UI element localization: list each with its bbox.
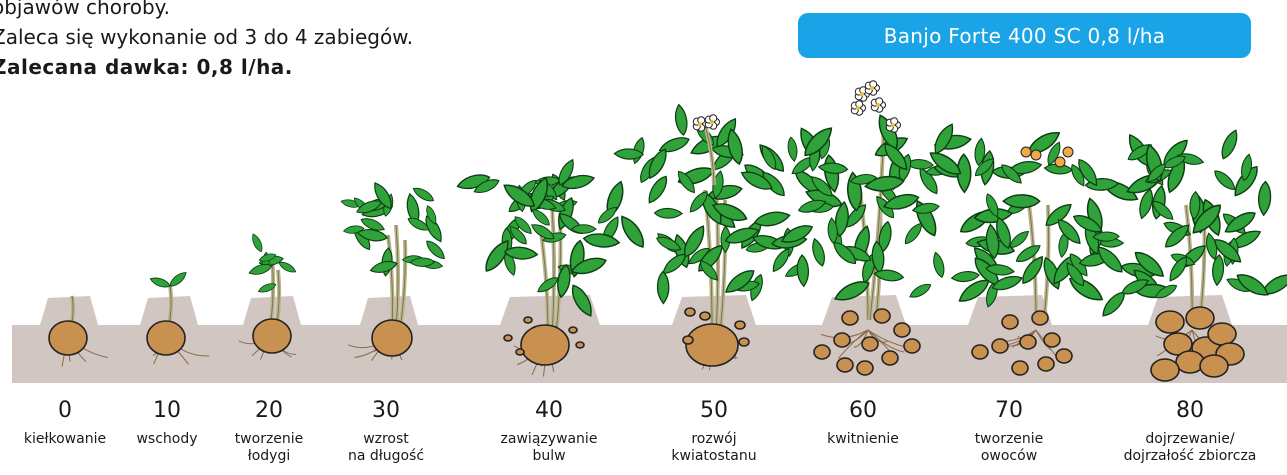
stage-label: kwitnienie: [788, 431, 938, 448]
seed-tuber: [521, 325, 569, 365]
young-tuber: [685, 308, 695, 316]
stage-label-2: na długość: [311, 448, 461, 465]
young-tuber: [735, 321, 745, 329]
stage-label: rozwój: [639, 431, 789, 448]
leaf: [951, 270, 979, 283]
tuber: [1186, 307, 1214, 329]
leaf: [149, 275, 171, 289]
tuber: [1044, 333, 1060, 347]
stage-label: wzrost: [311, 431, 461, 448]
soil-band: [12, 295, 1287, 383]
berry: [1031, 150, 1041, 160]
stage-80: 80 dojrzewanie/dojrzałość zbiorcza: [1115, 398, 1265, 465]
leaf: [912, 202, 940, 215]
leaf: [657, 271, 669, 303]
tuber: [882, 351, 898, 365]
tuber: [992, 339, 1008, 353]
seed-tuber: [686, 324, 738, 366]
stage-label-2: owoców: [934, 448, 1084, 465]
stage-code: 50: [639, 398, 789, 424]
leaf: [796, 255, 809, 287]
leaf: [583, 232, 620, 249]
stage-code: 80: [1115, 398, 1265, 424]
tuber: [837, 358, 853, 372]
tuber: [1038, 357, 1054, 371]
young-tuber: [683, 336, 693, 344]
leaf: [1003, 195, 1039, 208]
stage-code: 30: [311, 398, 461, 424]
tuber: [1176, 351, 1204, 373]
young-tuber: [739, 338, 749, 346]
leaf: [168, 270, 189, 289]
leaf: [250, 232, 265, 253]
tuber: [972, 345, 988, 359]
young-tuber: [700, 312, 710, 320]
tuber: [1020, 335, 1036, 349]
stage-label: tworzenie: [934, 431, 1084, 448]
tuber: [904, 339, 920, 353]
stage-label-2: dojrzałość zbiorcza: [1115, 448, 1265, 465]
tuber: [842, 311, 858, 325]
tuber: [814, 345, 830, 359]
tuber: [1151, 359, 1179, 381]
leaf: [1218, 128, 1241, 161]
tuber: [857, 361, 873, 375]
stage-label: zawiązywanie: [474, 431, 624, 448]
stage-label-2: bulw: [474, 448, 624, 465]
leaf: [1258, 181, 1272, 215]
tuber: [1200, 355, 1228, 377]
leaf: [902, 220, 925, 246]
stage-code: 60: [788, 398, 938, 424]
tuber: [1012, 361, 1028, 375]
young-tuber: [569, 327, 577, 333]
young-tuber: [504, 335, 512, 341]
stage-code: 40: [474, 398, 624, 424]
leaf: [572, 225, 596, 234]
leaf: [787, 137, 799, 162]
stage-70: 70 tworzenieowoców: [934, 398, 1084, 465]
leaf: [1212, 168, 1239, 194]
tuber: [1208, 323, 1236, 345]
tuber: [862, 337, 878, 351]
young-tuber: [576, 342, 584, 348]
leaf: [673, 104, 689, 136]
leaf: [931, 251, 946, 278]
young-tuber: [516, 349, 524, 355]
tuber: [1032, 311, 1048, 325]
berry: [1055, 157, 1065, 167]
tuber: [1156, 311, 1184, 333]
leaf: [818, 162, 848, 175]
leaf: [810, 237, 828, 267]
tuber: [874, 309, 890, 323]
leaf: [617, 213, 649, 251]
stage-30: 30 wzrostna długość: [311, 398, 461, 465]
seed-tuber: [49, 321, 87, 355]
seed-tuber: [253, 319, 291, 353]
berry: [1021, 147, 1031, 157]
stage-60: 60 kwitnienie: [788, 398, 938, 448]
leaf: [908, 281, 933, 300]
seed-tuber: [147, 321, 185, 355]
stage-code: 70: [934, 398, 1084, 424]
stage-label-2: kwiatostanu: [639, 448, 789, 465]
stage-40: 40 zawiązywaniebulw: [474, 398, 624, 465]
tuber: [894, 323, 910, 337]
tuber: [1056, 349, 1072, 363]
stage-50: 50 rozwójkwiatostanu: [639, 398, 789, 465]
leaf: [654, 208, 682, 218]
stage-label: dojrzewanie/: [1115, 431, 1265, 448]
young-tuber: [524, 317, 532, 323]
berry: [1063, 147, 1073, 157]
tuber: [834, 333, 850, 347]
tuber: [1002, 315, 1018, 329]
seed-tuber: [372, 320, 412, 356]
